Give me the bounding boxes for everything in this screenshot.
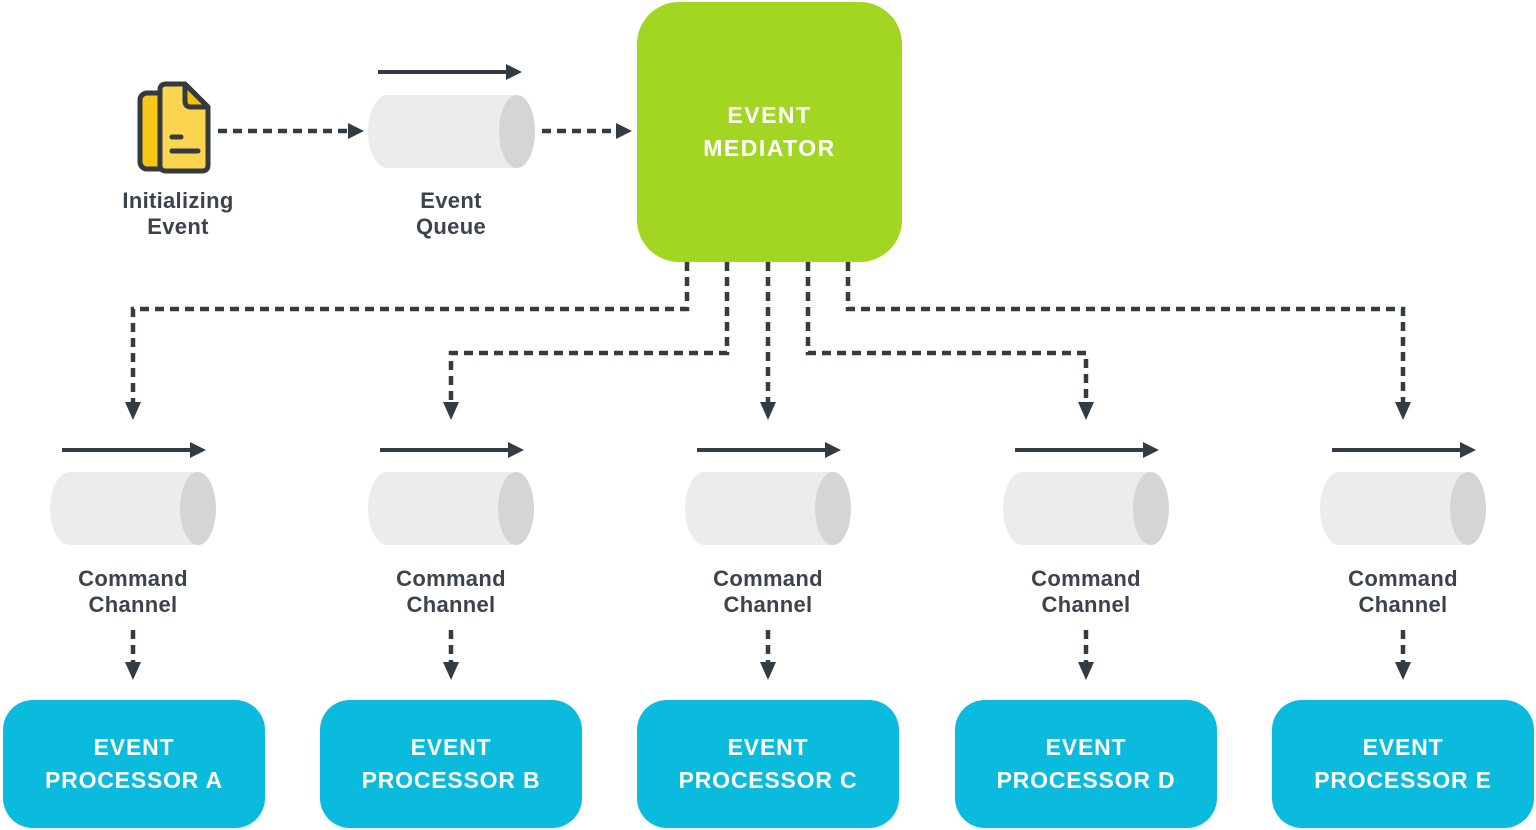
command-channel-b-label-line1: Command — [396, 566, 506, 591]
event-processor-b-label-line1: EVENT — [410, 734, 492, 760]
connector-channel-c-to-processor-c — [760, 630, 776, 680]
connector-mediator-to-channel-a — [125, 262, 690, 420]
event-processor-a-box: EVENT PROCESSOR A — [3, 700, 265, 828]
event-processor-e-box: EVENT PROCESSOR E — [1272, 700, 1534, 828]
event-processor-e-label-line2: PROCESSOR E — [1314, 767, 1492, 793]
event-processor-e-label-line1: EVENT — [1362, 734, 1444, 760]
connector-init-to-queue — [218, 123, 364, 139]
command-channel-c-label-line1: Command — [713, 566, 823, 591]
arrow-channel-a-direction-icon — [62, 442, 206, 458]
cylinder-cap — [180, 472, 216, 545]
command-channel-e-label-line1: Command — [1348, 566, 1458, 591]
event-processor-c-box: EVENT PROCESSOR C — [637, 700, 899, 828]
command-channel-d-label-line1: Command — [1031, 566, 1141, 591]
command-channel-a-cylinder-icon — [50, 472, 216, 545]
cylinder-cap — [498, 472, 534, 545]
arrow-channel-b-direction-icon — [380, 442, 524, 458]
event-mediator-label-line1: EVENT — [727, 102, 812, 128]
command-channel-a-label: Command Channel — [23, 566, 243, 618]
event-processor-b-label-line2: PROCESSOR B — [361, 767, 541, 793]
arrow-queue-direction-icon — [378, 64, 522, 80]
cylinder-cap — [815, 472, 851, 545]
event-mediator-box: EVENT MEDIATOR — [637, 2, 902, 262]
cylinder-cap — [1133, 472, 1169, 545]
initializing-event-label-line1: Initializing — [122, 188, 234, 213]
cylinder-body — [50, 472, 198, 545]
command-channel-a-label-line1: Command — [78, 566, 188, 591]
command-channel-c-cylinder-icon — [685, 472, 851, 545]
initializing-event-label: Initializing Event — [68, 188, 288, 240]
command-channel-e-cylinder-icon — [1320, 472, 1486, 545]
command-channel-d-label: Command Channel — [976, 566, 1196, 618]
event-processor-c-label-line2: PROCESSOR C — [678, 767, 858, 793]
cylinder-body — [685, 472, 833, 545]
arrow-channel-e-direction-icon — [1332, 442, 1476, 458]
documents-icon-svg — [137, 81, 211, 174]
initializing-event-label-line2: Event — [147, 214, 209, 239]
command-channel-d-label-line2: Channel — [1041, 592, 1131, 617]
command-channel-e-label-line2: Channel — [1358, 592, 1448, 617]
cylinder-cap — [1450, 472, 1486, 545]
arrow-channel-c-direction-icon — [697, 442, 841, 458]
command-channel-c-label: Command Channel — [658, 566, 878, 618]
connector-channel-e-to-processor-e — [1395, 630, 1411, 680]
connector-mediator-to-channel-c — [760, 262, 776, 420]
arrow-channel-d-direction-icon — [1015, 442, 1159, 458]
connector-mediator-to-channel-d — [805, 262, 1094, 420]
event-processor-a-label-line2: PROCESSOR A — [45, 767, 223, 793]
command-channel-b-cylinder-icon — [368, 472, 534, 545]
event-queue-cylinder-icon — [368, 95, 535, 168]
command-channel-c-label-line2: Channel — [723, 592, 813, 617]
event-processor-b-box: EVENT PROCESSOR B — [320, 700, 582, 828]
connector-channel-b-to-processor-b — [443, 630, 459, 680]
event-processor-d-label-line1: EVENT — [1045, 734, 1127, 760]
event-queue-label-line2: Queue — [416, 214, 486, 239]
event-processor-d-label-line2: PROCESSOR D — [996, 767, 1176, 793]
documents-icon — [136, 80, 212, 174]
connector-channel-d-to-processor-d — [1078, 630, 1094, 680]
cylinder-body — [368, 472, 516, 545]
event-processor-a-label-line1: EVENT — [93, 734, 175, 760]
event-processor-d-box: EVENT PROCESSOR D — [955, 700, 1217, 828]
event-queue-label: Event Queue — [341, 188, 561, 240]
connector-channel-a-to-processor-a — [125, 630, 141, 680]
connector-mediator-to-channel-b — [443, 262, 730, 420]
cylinder-body — [1320, 472, 1468, 545]
command-channel-d-cylinder-icon — [1003, 472, 1169, 545]
command-channel-b-label-line2: Channel — [406, 592, 496, 617]
command-channel-e-label: Command Channel — [1293, 566, 1513, 618]
cylinder-body — [1003, 472, 1151, 545]
command-channel-a-label-line2: Channel — [88, 592, 178, 617]
event-processor-c-label-line1: EVENT — [727, 734, 809, 760]
cylinder-cap — [499, 95, 535, 168]
connector-queue-to-mediator — [542, 123, 632, 139]
event-queue-label-line1: Event — [420, 188, 482, 213]
connector-mediator-to-channel-e — [845, 262, 1411, 420]
event-mediator-label-line2: MEDIATOR — [703, 135, 836, 161]
cylinder-body — [368, 95, 517, 168]
command-channel-b-label: Command Channel — [341, 566, 561, 618]
